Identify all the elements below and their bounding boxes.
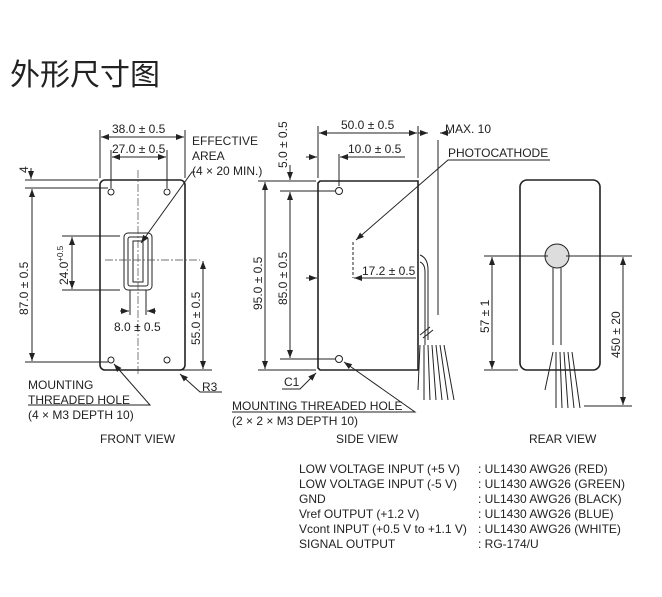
wire-signal: LOW VOLTAGE INPUT (+5 V) xyxy=(299,462,460,476)
photocathode-label: PHOTOCATHODE xyxy=(448,146,548,160)
dim-window-center: 55.0 ± 0.5 xyxy=(189,291,203,345)
mounting-holes xyxy=(107,188,171,364)
dim-side-depth: 50.0 ± 0.5 xyxy=(341,118,395,132)
front-view-label: FRONT VIEW xyxy=(100,432,176,446)
dim-side-hole-offset: 10.0 ± 0.5 xyxy=(348,142,402,156)
dim-side-top: 5.0 ± 0.5 xyxy=(276,121,290,168)
effective-area-label: AREA xyxy=(192,149,225,163)
effective-area-size: (4 × 20 MIN.) xyxy=(192,164,262,178)
dim-connector-position: 57 ± 1 xyxy=(478,299,492,333)
radius-label: R3 xyxy=(202,380,218,394)
wire-cable: : UL1430 AWG26 (BLUE) xyxy=(478,507,614,521)
mounting-spec: (4 × M3 DEPTH 10) xyxy=(28,408,134,422)
dim-photocathode: 17.2 ± 0.5 xyxy=(362,264,416,278)
rear-view-label: REAR VIEW xyxy=(529,432,597,446)
side-view-label: SIDE VIEW xyxy=(336,432,399,446)
mounting-label: THREADED HOLE xyxy=(28,393,130,407)
side-mounting-spec: (2 × 2 × M3 DEPTH 10) xyxy=(232,414,358,428)
chamfer-label: C1 xyxy=(284,375,300,389)
dim-side-hole-spacing: 85.0 ± 0.5 xyxy=(276,251,290,305)
wire-cable: : UL1430 AWG26 (BLACK) xyxy=(478,492,622,506)
dim-window-height: 24.0+0.5 xyxy=(56,245,71,285)
wire-signal: Vcont INPUT (+0.5 V to +1.1 V) xyxy=(299,522,467,536)
page-title: 外形尺寸图 xyxy=(10,58,160,93)
side-mounting-label: MOUNTING THREADED HOLE xyxy=(232,399,402,413)
rear-view: 57 ± 1 450 ± 20 REAR VIEW xyxy=(478,179,632,446)
rear-body-outline xyxy=(519,179,601,371)
dim-front-hole-spacing: 27.0 ± 0.5 xyxy=(112,142,166,156)
wire-cable: : UL1430 AWG26 (GREEN) xyxy=(478,477,625,491)
dim-front-top: 4 xyxy=(17,166,31,173)
side-view: 50.0 ± 0.5 10.0 ± 0.5 MAX. 10 PHOTOCATHO… xyxy=(232,118,550,446)
dim-side-height: 95.0 ± 0.5 xyxy=(251,256,265,310)
mounting-label: MOUNTING xyxy=(28,378,93,392)
dim-front-width: 38.0 ± 0.5 xyxy=(112,122,166,136)
dim-cable-length: 450 ± 20 xyxy=(609,311,623,358)
wire-cable: : UL1430 AWG26 (WHITE) xyxy=(478,522,621,536)
dim-front-height: 87.0 ± 0.5 xyxy=(17,261,31,315)
dim-window-width: 8.0 ± 0.5 xyxy=(114,320,161,334)
front-view: 38.0 ± 0.5 27.0 ± 0.5 4 87.0 ± 0.5 24.0+… xyxy=(17,122,262,446)
wire-signal: GND xyxy=(299,492,326,506)
max-label: MAX. 10 xyxy=(445,122,491,136)
front-body-outline xyxy=(99,179,186,371)
wire-signal: SIGNAL OUTPUT xyxy=(299,537,396,551)
effective-area-label: EFFECTIVE xyxy=(192,134,258,148)
connector-outlet xyxy=(544,243,570,269)
wire-cable: : UL1430 AWG26 (RED) xyxy=(478,462,608,476)
wire-signal: Vref OUTPUT (+1.2 V) xyxy=(299,507,419,521)
wiring-table: LOW VOLTAGE INPUT (+5 V) : UL1430 AWG26 (… xyxy=(299,462,625,551)
wire-cable: : RG-174/U xyxy=(478,537,539,551)
side-body-outline xyxy=(317,180,419,371)
wire-signal: LOW VOLTAGE INPUT (-5 V) xyxy=(299,477,457,491)
cable-leads xyxy=(417,326,455,401)
